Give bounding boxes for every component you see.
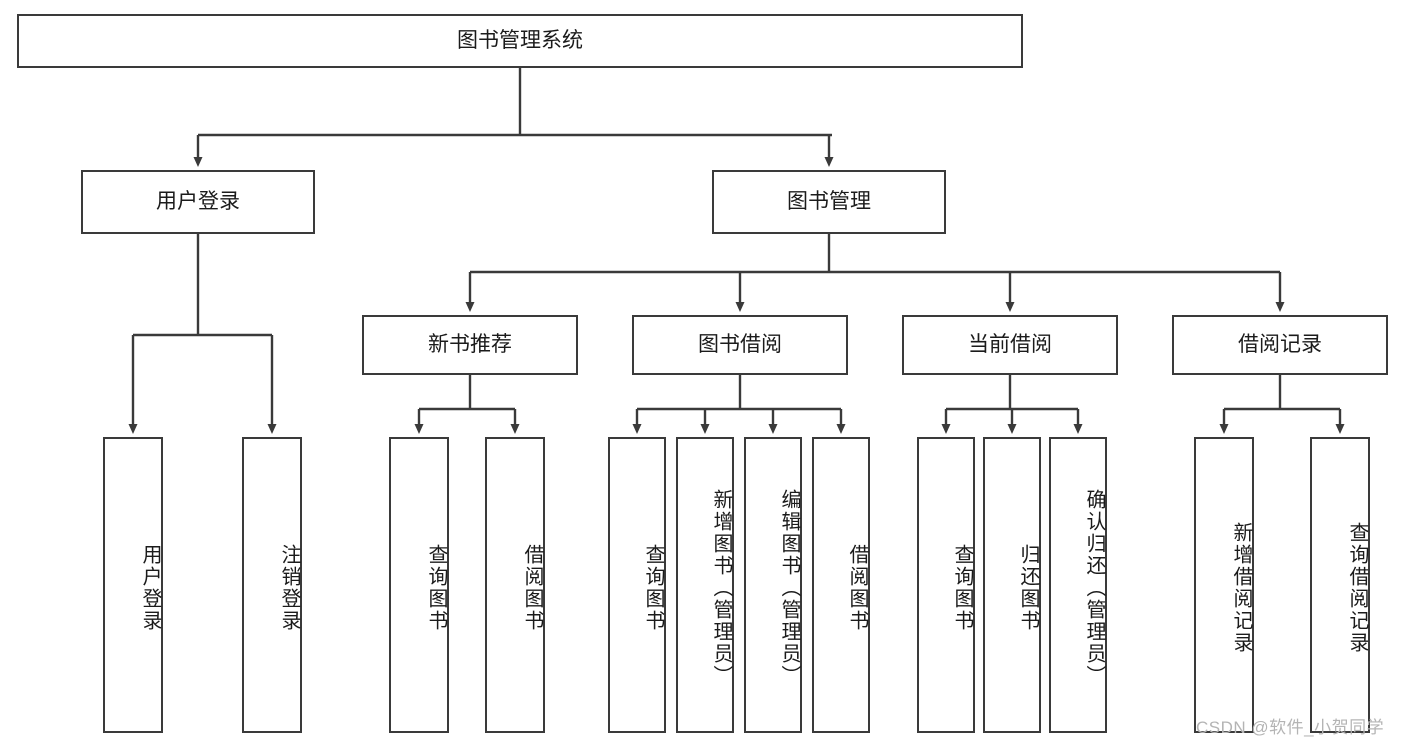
node-book-management[interactable]: 图书管理 (712, 170, 946, 234)
leaf-new-book-borrow-book[interactable]: 借阅图书 (485, 437, 545, 733)
node-label: 查询图书 (642, 544, 664, 632)
node-current-borrowing[interactable]: 当前借阅 (902, 315, 1118, 375)
node-label: 借阅记录 (1238, 332, 1322, 356)
node-label: 编辑图书（管理员） (778, 489, 800, 687)
node-borrowing-records[interactable]: 借阅记录 (1172, 315, 1388, 375)
leaf-borrow-add-book-admin[interactable]: 新增图书（管理员） (676, 437, 734, 733)
leaf-records-add-record[interactable]: 新增借阅记录 (1194, 437, 1254, 733)
leaf-records-query-record[interactable]: 查询借阅记录 (1310, 437, 1370, 733)
node-label: 新增借阅记录 (1230, 522, 1252, 654)
leaf-new-book-query-book[interactable]: 查询图书 (389, 437, 449, 733)
node-label: 新书推荐 (428, 332, 512, 356)
node-label: 借阅图书 (521, 544, 543, 632)
node-label: 查询图书 (951, 544, 973, 632)
node-label: 图书管理 (787, 189, 871, 213)
leaf-borrow-borrow-book[interactable]: 借阅图书 (812, 437, 870, 733)
node-label: 当前借阅 (968, 332, 1052, 356)
node-book-borrowing[interactable]: 图书借阅 (632, 315, 848, 375)
leaf-user-login-login[interactable]: 用户登录 (103, 437, 163, 733)
node-label: 新增图书（管理员） (710, 489, 732, 687)
leaf-borrow-query-book[interactable]: 查询图书 (608, 437, 666, 733)
node-label: 查询借阅记录 (1346, 522, 1368, 654)
node-label: 借阅图书 (846, 544, 868, 632)
node-new-book-recommendation[interactable]: 新书推荐 (362, 315, 578, 375)
leaf-current-query-book[interactable]: 查询图书 (917, 437, 975, 733)
node-label: 用户登录 (139, 544, 161, 632)
node-label: 图书管理系统 (457, 28, 583, 52)
leaf-current-confirm-return-admin[interactable]: 确认归还（管理员） (1049, 437, 1107, 733)
node-label: 查询图书 (425, 544, 447, 632)
node-label: 归还图书 (1017, 544, 1039, 632)
node-label: 用户登录 (156, 189, 240, 213)
node-label: 注销登录 (278, 544, 300, 632)
leaf-borrow-edit-book-admin[interactable]: 编辑图书（管理员） (744, 437, 802, 733)
node-label: 确认归还（管理员） (1083, 489, 1105, 687)
node-label: 图书借阅 (698, 332, 782, 356)
node-user-login[interactable]: 用户登录 (81, 170, 315, 234)
node-root-book-management-system[interactable]: 图书管理系统 (17, 14, 1023, 68)
watermark: CSDN @软件_小贺同学 (1196, 718, 1385, 737)
leaf-current-return-book[interactable]: 归还图书 (983, 437, 1041, 733)
leaf-user-login-logout[interactable]: 注销登录 (242, 437, 302, 733)
